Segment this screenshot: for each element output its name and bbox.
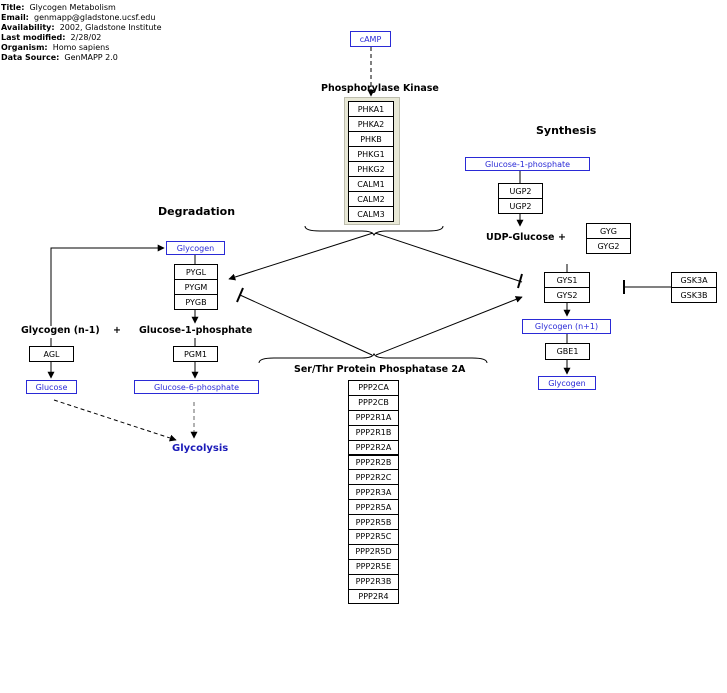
gene-ppp2r2c[interactable]: PPP2R2C [348,469,399,486]
brace-pp2a [258,352,488,364]
edge-phk-pyg [228,232,374,281]
gene-gyg[interactable]: GYG [586,223,631,239]
metabolite-glycogen-n-plus-1[interactable]: Glycogen (n+1) [522,319,611,334]
brace-phk [304,225,444,237]
gene-pygm[interactable]: PYGM [174,279,218,295]
gene-calm2[interactable]: CALM2 [348,191,394,207]
gene-phka1[interactable]: PHKA1 [348,101,394,117]
gene-gsk3a[interactable]: GSK3A [671,272,717,288]
gene-ppp2ca[interactable]: PPP2CA [348,380,399,396]
label-glucose-1-phosphate: Glucose-1-phosphate [139,325,253,336]
label-pp2a: Ser/Thr Protein Phosphatase 2A [294,364,466,375]
label-synthesis: Synthesis [536,124,597,137]
gene-gyg2[interactable]: GYG2 [586,238,631,254]
meta-source: Data Source: GenMAPP 2.0 [1,53,118,62]
metabolite-glucose-1-phosphate-synthesis[interactable]: Glucose-1-phosphate [465,157,590,171]
gene-pgm1[interactable]: PGM1 [173,346,218,362]
meta-email: Email: genmapp@gladstone.ucsf.edu [1,13,156,22]
gene-ppp2r5a[interactable]: PPP2R5A [348,499,399,516]
metabolite-glycogen-degradation[interactable]: Glycogen [166,241,225,255]
gene-ppp2r5e[interactable]: PPP2R5E [348,558,399,575]
gene-ppp2r5b[interactable]: PPP2R5B [348,514,399,530]
inhibit-bar-gys-phk [517,273,523,289]
edge-glycogen-n1-loop [50,244,165,326]
gene-ppp2r1a[interactable]: PPP2R1A [348,409,399,426]
edge-pp2a-gys [375,296,523,356]
gene-gys2[interactable]: GYS2 [544,287,590,303]
metabolite-camp[interactable]: cAMP [350,31,391,47]
inhibit-bar-pyg [236,287,244,303]
gene-ppp2r3b[interactable]: PPP2R3B [348,573,399,590]
meta-organism: Organism: Homo sapiens [1,43,110,52]
gene-ppp2r5d[interactable]: PPP2R5D [348,543,399,560]
meta-modified: Last modified: 2/28/02 [1,33,102,42]
gene-ppp2r3a[interactable]: PPP2R3A [348,484,399,501]
gene-calm3[interactable]: CALM3 [348,206,394,222]
gene-calm1[interactable]: CALM1 [348,176,394,192]
label-plus-degradation: + [113,325,121,336]
gene-pygb[interactable]: PYGB [174,294,218,310]
gene-ugp2[interactable]: UGP2 [498,183,543,199]
metabolite-glycogen-synthesis[interactable]: Glycogen [538,376,596,390]
gene-ppp2r2b[interactable]: PPP2R2B [348,454,399,471]
gene-phkg1[interactable]: PHKG1 [348,146,394,162]
label-phosphorylase-kinase: Phosphorylase Kinase [321,83,439,94]
meta-title: Title: Glycogen Metabolism [1,3,116,12]
gene-ppp2r5c[interactable]: PPP2R5C [348,529,399,545]
gene-agl[interactable]: AGL [29,346,74,362]
gene-ppp2r2a[interactable]: PPP2R2A [348,439,399,456]
edge-glucose-glycolysis [53,399,177,442]
edge-phk-gys [374,232,523,283]
gene-gys1[interactable]: GYS1 [544,272,590,288]
metabolite-glucose[interactable]: Glucose [26,380,77,394]
gene-gbe1[interactable]: GBE1 [545,343,590,360]
meta-availability: Availability: 2002, Gladstone Institute [1,23,162,32]
edge-pp2a-pyg [239,294,373,356]
label-degradation: Degradation [158,205,236,218]
gene-gsk3b[interactable]: GSK3B [671,287,717,303]
gene-ppp2r1b[interactable]: PPP2R1B [348,424,399,441]
gene-ugp2-1[interactable]: UGP2 [498,198,543,214]
gene-phkb[interactable]: PHKB [348,131,394,147]
label-udp-glucose: UDP-Glucose [486,232,555,243]
label-plus-synthesis: + [558,232,566,243]
gene-ppp2cb[interactable]: PPP2CB [348,394,399,411]
gene-phka2[interactable]: PHKA2 [348,116,394,132]
label-glycolysis: Glycolysis [172,443,229,454]
gene-phkg2[interactable]: PHKG2 [348,161,394,177]
metabolite-glucose-6-phosphate[interactable]: Glucose-6-phosphate [134,380,259,394]
gene-pygl[interactable]: PYGL [174,264,218,280]
label-glycogen-n1: Glycogen (n-1) [21,325,100,336]
gene-ppp2r4[interactable]: PPP2R4 [348,588,399,605]
